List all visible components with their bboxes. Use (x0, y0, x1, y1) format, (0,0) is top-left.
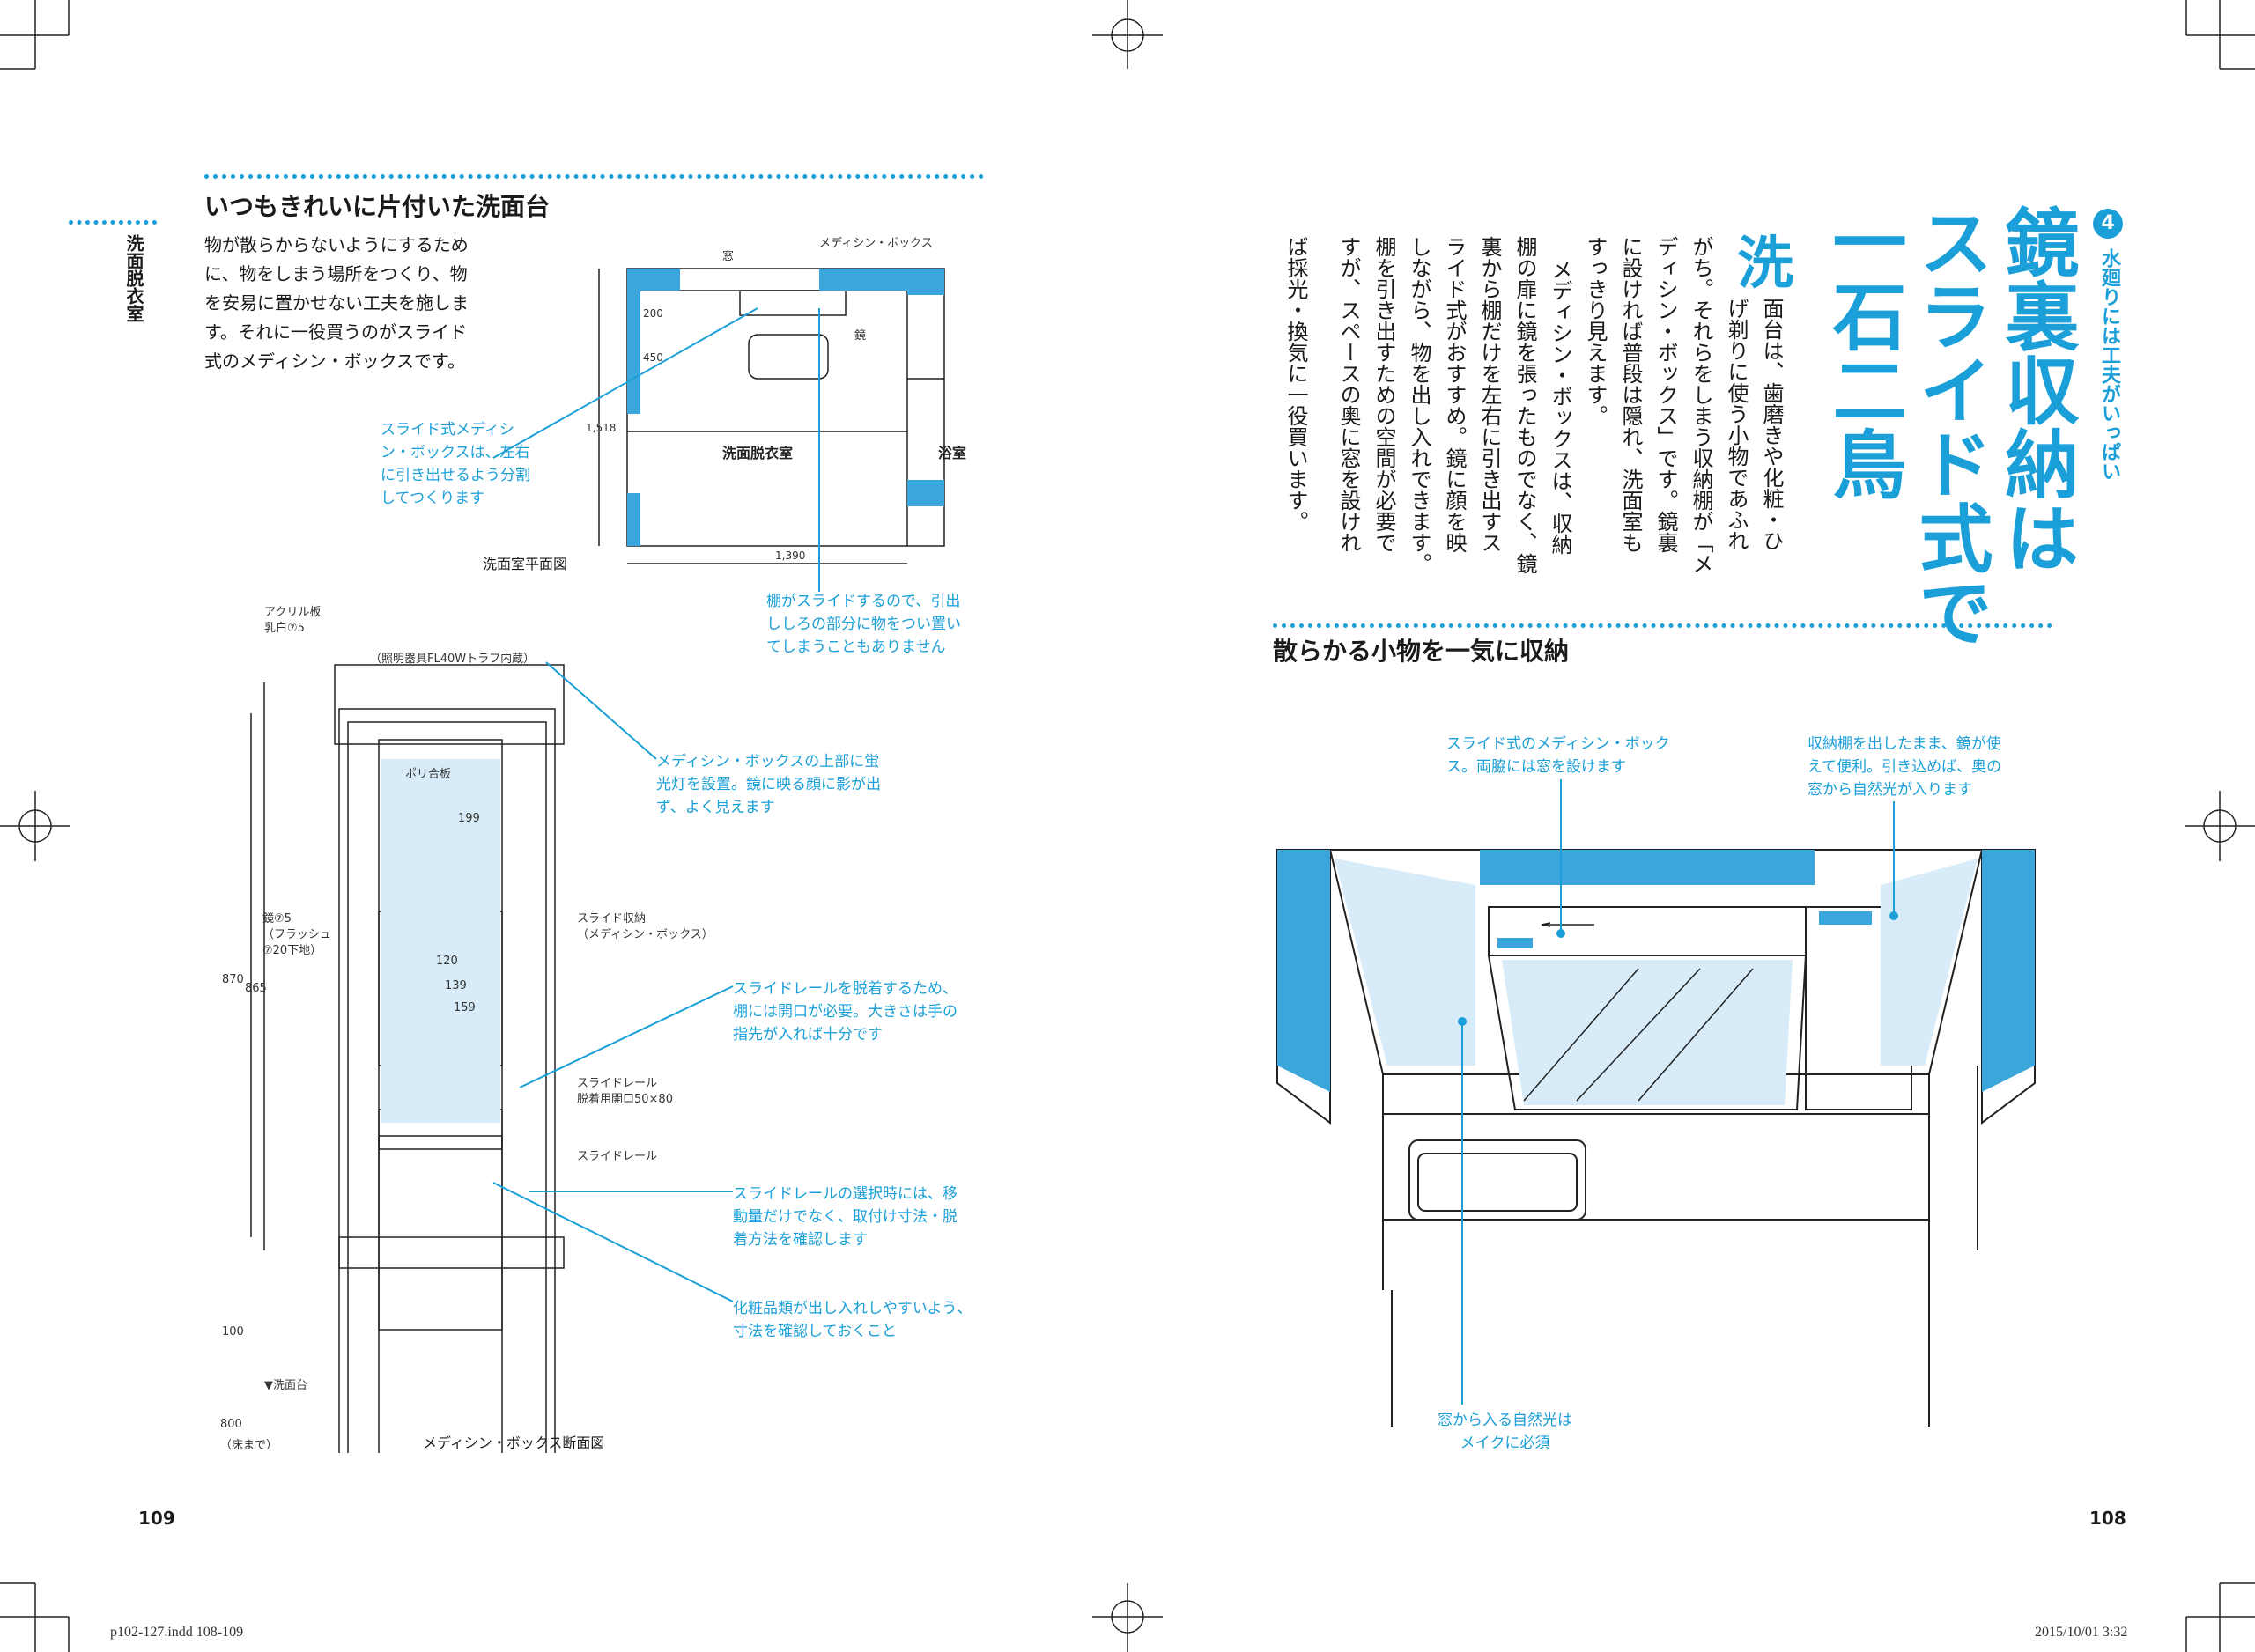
right-section-title: 散らかる小物を一気に収納 (1273, 637, 1570, 666)
section-callout-1: メディシン・ボックスの上部に蛍 光灯を設置。鏡に映る顔に影が出 ず、よく見えます (656, 753, 881, 816)
section-callout-2: スライドレールを脱着するため、 棚には開口が必要。大きさは手の 指先が入れば十分… (733, 980, 957, 1044)
illus-callout-2: 収納棚を出したまま、鏡が使 えて便利。引き込めば、奥の 窓から自然光が入ります (1808, 735, 2002, 799)
left-folio: 109 (138, 1508, 175, 1529)
body-col-4: ディシン・ボックス」です。鏡裏 (1653, 236, 1678, 553)
svg-text:鏡: 鏡 (854, 329, 866, 343)
svg-text:36: 36 (608, 563, 621, 564)
body-dropcap: 洗 (1737, 232, 1793, 297)
side-tab-dots (69, 220, 157, 225)
section-label-acrylic: アクリル板 乳白⑦5 (264, 606, 322, 635)
body-col-6: すっきり見えます。 (1583, 236, 1608, 426)
section-label-counter: ▼洗面台 (264, 1379, 307, 1392)
right-section-rule (1273, 623, 2052, 628)
body-col-9: 裏から棚だけを左右に引き出すス (1477, 236, 1502, 553)
section-dim-865: 865 (245, 982, 267, 995)
illus-callout-1: スライド式のメディシン・ボック ス。両脇には窓を設けます (1446, 735, 1670, 776)
plan-caption: 洗面室平面図 (483, 556, 568, 572)
body-col-3: がち。それらをしまう収納棚が「メ (1689, 236, 1713, 574)
section-dim-139: 139 (445, 979, 467, 992)
body-col-5: に設ければ普段は隠れ、洗面室も (1618, 236, 1643, 553)
right-folio: 108 (2089, 1508, 2126, 1529)
svg-text:浴室: 浴室 (938, 445, 966, 461)
title-line-3: 一石二鳥 (1821, 204, 1907, 500)
slug-file: p102-127.indd 108-109 (110, 1625, 244, 1640)
section-drawing (250, 664, 565, 1453)
chapter-category: 水廻りには工夫がいっぱい (2098, 248, 2120, 481)
body-col-12: 棚を引き出すための空間が必要で (1371, 236, 1396, 553)
section-label-rail: スライドレール (577, 1150, 658, 1163)
intro-text: 物が散らからないようにするため に、物をしまう場所をつくり、物 を安易に置かせな… (204, 234, 469, 372)
body-col-10: ライド式がおすすめ。鏡に顔を映 (1442, 236, 1467, 553)
section-label-poly: ポリ合板 (405, 768, 452, 781)
title-line-1: 鏡裏収納は (1993, 204, 2080, 574)
section-dim-159: 159 (454, 1001, 476, 1014)
section-label-floor: （床まで） (220, 1439, 278, 1452)
chapter-number-badge: 4 (2093, 209, 2123, 239)
illus-callout-3: 窓から入る自然光は メイクに必須 (1438, 1412, 1572, 1452)
svg-text:450: 450 (643, 351, 663, 364)
plan-callout-shelf: 棚がスライドするので、引出 ししろの部分に物をつい置い てしまうこともありません (766, 593, 961, 656)
title-line-2: スライド式で (1907, 204, 1993, 648)
section-title: いつもきれいに片付いた洗面台 (204, 192, 551, 221)
section-rule (204, 174, 984, 179)
body-col-1: 面台は、歯磨きや化粧・ひ (1759, 298, 1784, 551)
section-dim-199: 199 (458, 812, 480, 825)
slug-date: 2015/10/01 3:32 (2035, 1625, 2128, 1640)
section-caption: メディシン・ボックス断面図 (423, 1434, 605, 1451)
section-dim-100: 100 (222, 1325, 244, 1339)
section-label-slide-storage: スライド収納 （メディシン・ボックス） (577, 912, 713, 941)
section-label-mirror: 鏡⑦5 （フラッシュ ⑦20下地） (262, 912, 332, 957)
left-leader-lines (492, 307, 820, 1302)
body-col-2: げ剃りに使う小物であふれ (1724, 298, 1749, 551)
section-dim-120: 120 (436, 955, 458, 968)
svg-text:窓: 窓 (722, 249, 734, 263)
svg-text:洗面脱衣室: 洗面脱衣室 (722, 445, 793, 461)
body-col-14: ば採光・換気に一役買います。 (1283, 236, 1308, 532)
section-label-rail-open: スライドレール 脱着用開口50×80 (577, 1077, 673, 1106)
side-tab: 洗面脱衣室 (123, 234, 144, 322)
body-col-11: しながら、物を出し入れできます。 (1407, 236, 1431, 574)
section-dim-800: 800 (220, 1418, 242, 1431)
section-dim-870: 870 (222, 973, 244, 986)
svg-text:メディシン・ボックス: メディシン・ボックス (819, 236, 933, 250)
plan-callout-slide: スライド式メディシ ン・ボックスは、左右 に引き出せるよう分割 してつくります (381, 421, 530, 507)
section-callout-3: スライドレールの選択時には、移 動量だけでなく、取付け寸法・脱 着方法を確認しま… (733, 1185, 957, 1249)
body-col-13: すが、スペースの奥に窓を設けれ (1336, 236, 1361, 553)
svg-text:1,390: 1,390 (775, 549, 805, 562)
body-col-7: メディシン・ボックスは、収納 (1548, 259, 1572, 555)
svg-text:1,518: 1,518 (586, 422, 616, 434)
body-col-8: 棚の扉に鏡を張ったものでなく、鏡 (1512, 236, 1537, 574)
section-label-light: （照明器具FL40Wトラフ内蔵） (370, 653, 536, 666)
section-callout-4: 化粧品類が出し入れしやすいよう、 寸法を確認しておくこと (733, 1300, 972, 1340)
svg-text:200: 200 (643, 307, 663, 320)
perspective-illustration (1276, 849, 2036, 1427)
plan-drawing: 窓 メディシン・ボックス 鏡 洗面脱衣室 浴室 200 450 1,518 1,… (586, 236, 966, 564)
